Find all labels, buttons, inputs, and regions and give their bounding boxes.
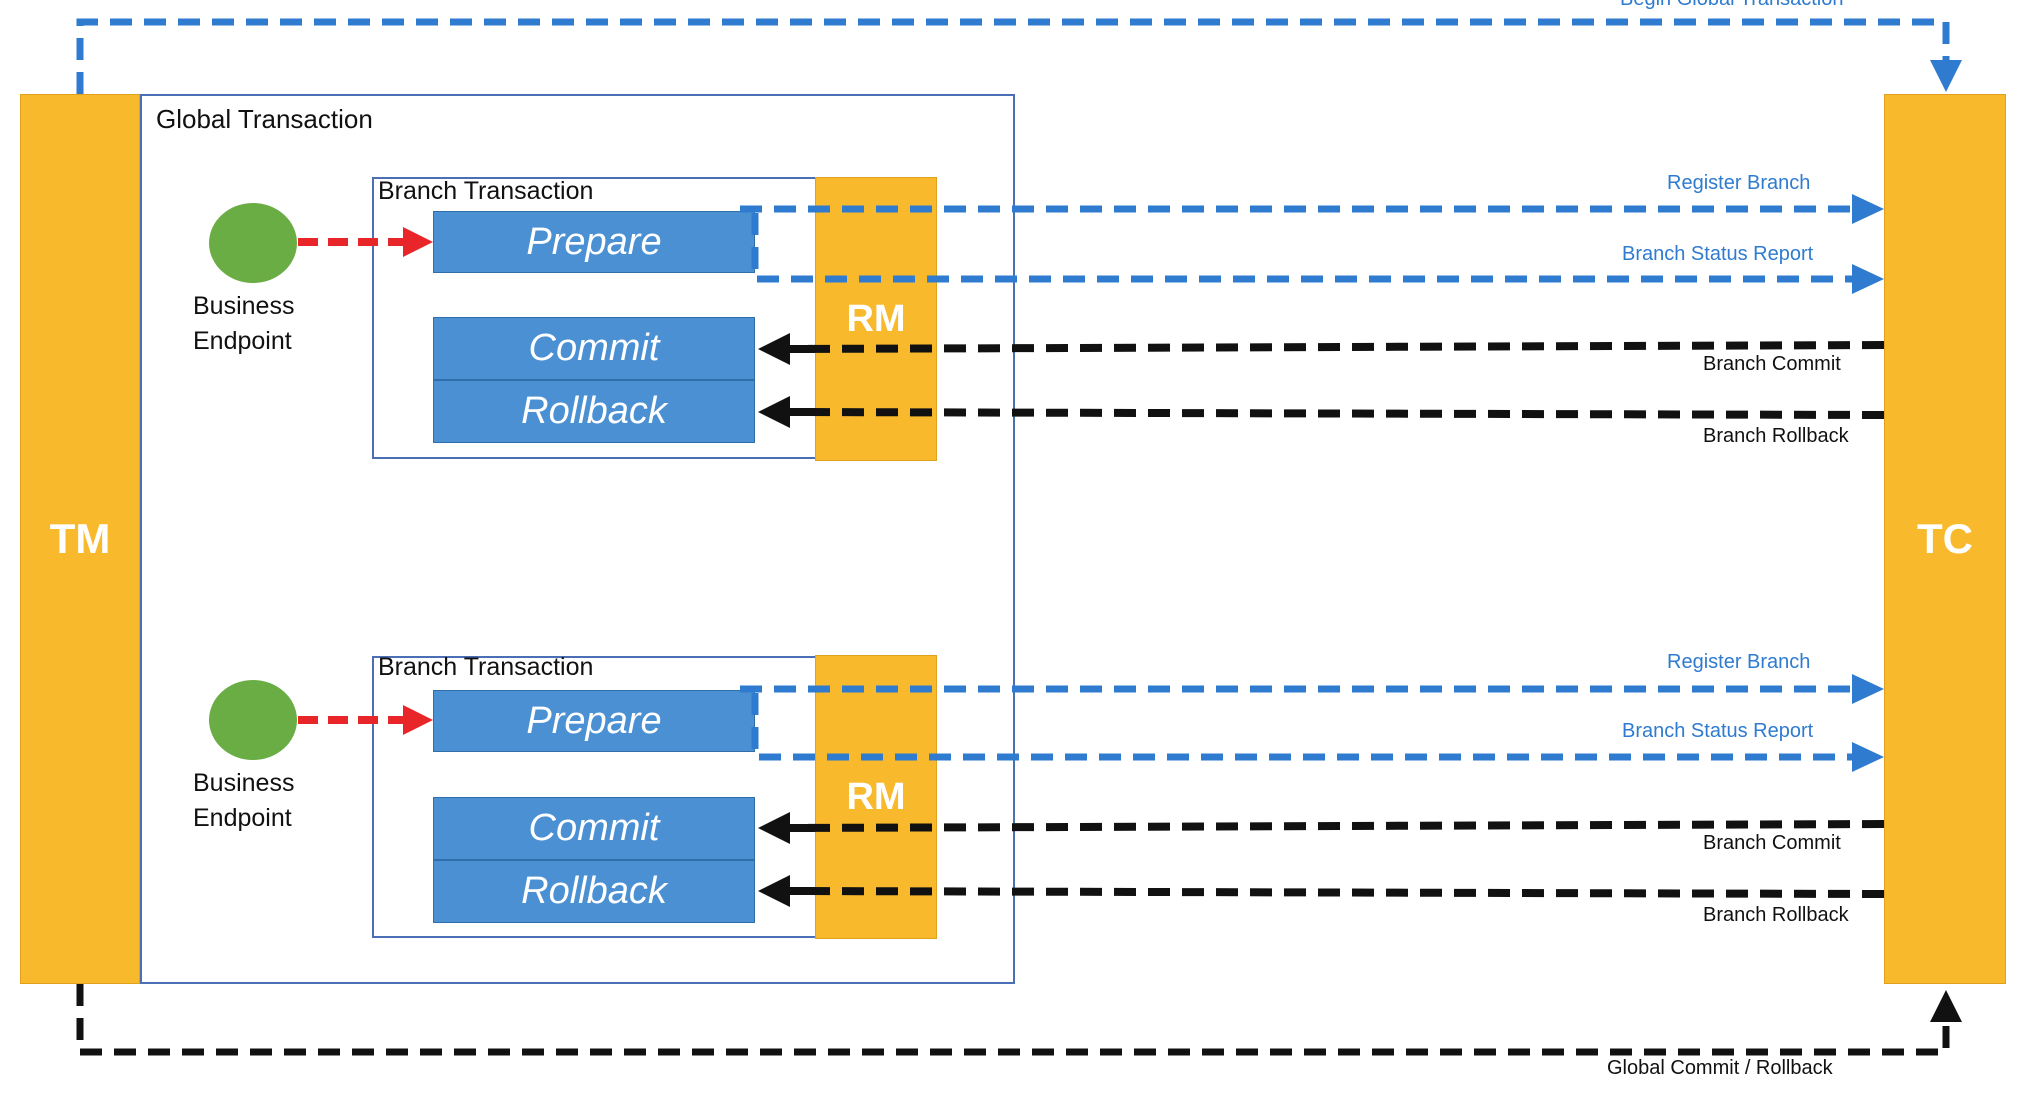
branch-commit-arrow	[789, 820, 1885, 832]
branch-status-report-arrowhead	[1852, 264, 1884, 294]
branch-rollback-label: Branch Rollback	[1703, 425, 1849, 447]
branch-status-report-arrow	[751, 693, 1855, 761]
endpoint-label-line1: Business	[193, 292, 295, 320]
commit-block: Commit	[433, 797, 755, 860]
register-branch-arrowhead	[1852, 194, 1884, 224]
branch-status-report-arrow	[751, 213, 1855, 283]
business-endpoint-label: Business Endpoint	[193, 289, 323, 359]
endpoint-to-prepare-arrowhead	[403, 227, 433, 257]
branch-rollback-arrow	[789, 408, 1885, 419]
commit-block: Commit	[433, 317, 755, 380]
branch-commit-arrowhead	[758, 812, 790, 844]
branch-rollback-arrowhead	[758, 875, 790, 907]
branch-rollback-label: Branch Rollback	[1703, 904, 1849, 926]
rollback-block: Rollback	[433, 380, 755, 443]
branch-status-report-arrowhead	[1852, 742, 1884, 772]
endpoint-label-line2: Endpoint	[193, 804, 292, 832]
global-commit-rollback-arrowhead	[1930, 990, 1962, 1022]
begin-global-transaction-label: Begin Global Transaction	[1620, 0, 1843, 11]
begin-global-transaction-arrow	[76, 18, 1950, 94]
branch-status-report-label: Branch Status Report	[1622, 243, 1814, 265]
rollback-block: Rollback	[433, 860, 755, 923]
branch-rollback-arrow	[789, 887, 1885, 898]
endpoint-label-line1: Business	[193, 769, 295, 797]
branch-commit-label: Branch Commit	[1703, 832, 1841, 854]
branch-commit-arrow	[789, 341, 1885, 353]
global-transaction-label: Global Transaction	[156, 104, 373, 134]
prepare-block: Prepare	[433, 690, 755, 752]
prepare-block: Prepare	[433, 211, 755, 273]
rm-block: RM	[815, 655, 937, 939]
branch-rollback-arrowhead	[758, 396, 790, 428]
global-commit-rollback-label: Global Commit / Rollback	[1607, 1057, 1833, 1079]
branch-transaction-label: Branch Transaction	[378, 177, 594, 205]
branch-commit-arrowhead	[758, 333, 790, 365]
endpoint-to-prepare-arrowhead	[403, 705, 433, 735]
begin-global-transaction-arrowhead	[1930, 60, 1962, 92]
business-endpoint-circle	[209, 680, 297, 760]
business-endpoint-circle	[209, 203, 297, 283]
register-branch-arrowhead	[1852, 674, 1884, 704]
register-branch-label: Register Branch	[1667, 651, 1811, 673]
tc-block: TC	[1884, 94, 2006, 984]
global-commit-rollback-arrow	[76, 984, 1950, 1056]
tm-block: TM	[20, 94, 140, 984]
branch-transaction-label: Branch Transaction	[378, 653, 594, 681]
register-branch-label: Register Branch	[1667, 172, 1811, 194]
branch-commit-label: Branch Commit	[1703, 353, 1841, 375]
business-endpoint-label: Business Endpoint	[193, 766, 323, 836]
branch-status-report-label: Branch Status Report	[1622, 720, 1814, 742]
endpoint-label-line2: Endpoint	[193, 327, 292, 355]
